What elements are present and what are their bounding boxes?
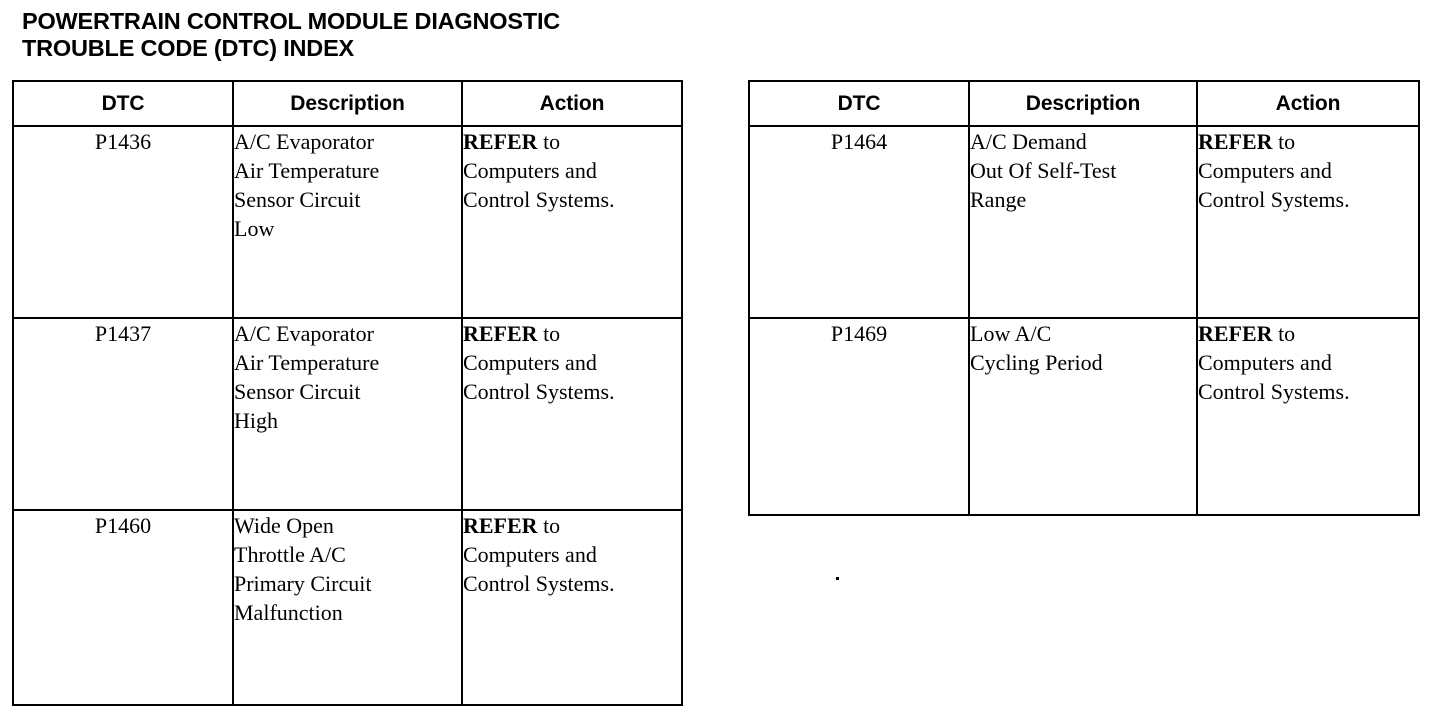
cell-description: Wide Open Throttle A/C Primary Circuit M…: [232, 509, 463, 706]
column-header-description: Description: [968, 80, 1198, 127]
cell-dtc: P1436: [12, 125, 234, 319]
action-text: to Computers and Control Systems.: [1198, 129, 1350, 212]
refer-keyword: REFER: [463, 129, 538, 154]
refer-keyword: REFER: [1198, 129, 1273, 154]
table-body-right: P1464 A/C Demand Out Of Self-Test Range …: [748, 125, 1420, 516]
cell-dtc: P1464: [748, 125, 970, 319]
table-row: P1464 A/C Demand Out Of Self-Test Range …: [748, 125, 1420, 319]
cell-description: A/C Demand Out Of Self-Test Range: [968, 125, 1198, 319]
column-header-dtc: DTC: [748, 80, 970, 127]
column-header-description: Description: [232, 80, 463, 127]
action-text: to Computers and Control Systems.: [463, 321, 615, 404]
action-text: to Computers and Control Systems.: [463, 129, 615, 212]
table-row: P1437 A/C Evaporator Air Temperature Sen…: [12, 317, 683, 511]
scan-artifact-speck: [836, 577, 839, 580]
table-row: P1469 Low A/C Cycling Period REFER to Co…: [748, 317, 1420, 516]
action-text: to Computers and Control Systems.: [1198, 321, 1350, 404]
table-header-right: DTC Description Action: [748, 80, 1420, 127]
column-header-action: Action: [461, 80, 683, 127]
table-header-row: DTC Description Action: [748, 80, 1420, 127]
cell-dtc: P1437: [12, 317, 234, 511]
table-header-row: DTC Description Action: [12, 80, 683, 127]
cell-action: REFER to Computers and Control Systems.: [1196, 317, 1420, 516]
refer-keyword: REFER: [1198, 321, 1273, 346]
cell-action: REFER to Computers and Control Systems.: [461, 509, 683, 706]
cell-description: Low A/C Cycling Period: [968, 317, 1198, 516]
cell-dtc: P1460: [12, 509, 234, 706]
column-header-action: Action: [1196, 80, 1420, 127]
table-row: P1460 Wide Open Throttle A/C Primary Cir…: [12, 509, 683, 706]
column-header-dtc: DTC: [12, 80, 234, 127]
refer-keyword: REFER: [463, 513, 538, 538]
action-text: to Computers and Control Systems.: [463, 513, 615, 596]
cell-description: A/C Evaporator Air Temperature Sensor Ci…: [232, 317, 463, 511]
table-row: P1436 A/C Evaporator Air Temperature Sen…: [12, 125, 683, 319]
dtc-table-left: DTC Description Action P1436 A/C Evapora…: [12, 80, 683, 706]
refer-keyword: REFER: [463, 321, 538, 346]
table-body-left: P1436 A/C Evaporator Air Temperature Sen…: [12, 125, 683, 706]
table-header-left: DTC Description Action: [12, 80, 683, 127]
cell-action: REFER to Computers and Control Systems.: [461, 317, 683, 511]
cell-description: A/C Evaporator Air Temperature Sensor Ci…: [232, 125, 463, 319]
cell-dtc: P1469: [748, 317, 970, 516]
dtc-table-right: DTC Description Action P1464 A/C Demand …: [748, 80, 1420, 516]
page-title: POWERTRAIN CONTROL MODULE DIAGNOSTIC TRO…: [22, 8, 561, 61]
cell-action: REFER to Computers and Control Systems.: [1196, 125, 1420, 319]
cell-action: REFER to Computers and Control Systems.: [461, 125, 683, 319]
